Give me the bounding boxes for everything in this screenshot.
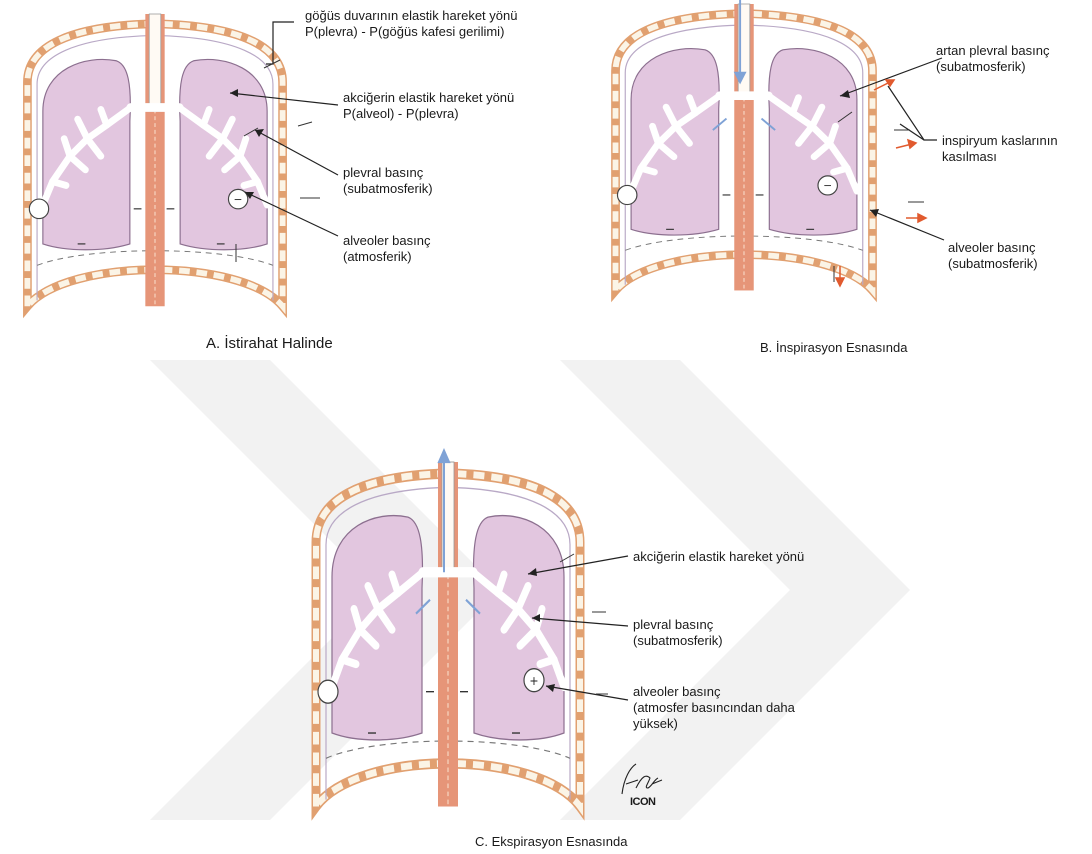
label-lung-elastic-direction: akciğerin elastik hareket yönü P(alveol)… — [343, 90, 514, 122]
label-pleural-pressure: plevral basınç (subatmosferik) — [633, 617, 723, 649]
panel-inspiration: − artan plevra — [594, 0, 1092, 392]
label-alveolar-pressure: alveoler basınç (atmosfer basıncından da… — [633, 684, 795, 732]
label-alveolar-pressure: alveoler basınç (subatmosferik) — [948, 240, 1038, 272]
label-chest-wall-direction: göğüs duvarının elastik hareket yönü P(p… — [305, 8, 517, 40]
caption: B. İnspirasyon Esnasında — [760, 340, 907, 355]
panel-rest: − göğüs duvarının elastik hareket yönü P… — [0, 0, 560, 360]
label-lung-elastic-direction: akciğerin elastik hareket yönü — [633, 549, 804, 565]
label-pleural-pressure: plevral basınç (subatmosferik) — [343, 165, 433, 197]
icon-logo: ICON — [630, 794, 656, 810]
label-inspiratory-muscle-contraction: inspiryum kaslarının kasılması — [942, 133, 1058, 165]
label-increased-pleural-pressure: artan plevral basınç (subatmosferik) — [936, 43, 1049, 75]
callouts — [0, 0, 560, 360]
callouts — [290, 462, 850, 854]
label-alveolar-pressure: alveoler basınç (atmosferik) — [343, 233, 430, 265]
caption: A. İstirahat Halinde — [206, 335, 333, 352]
netter-signature — [622, 764, 662, 794]
panel-expiration: + akciğerin elastik hareket yönü plevral… — [290, 462, 850, 854]
caption: C. Ekspirasyon Esnasında — [475, 834, 627, 849]
